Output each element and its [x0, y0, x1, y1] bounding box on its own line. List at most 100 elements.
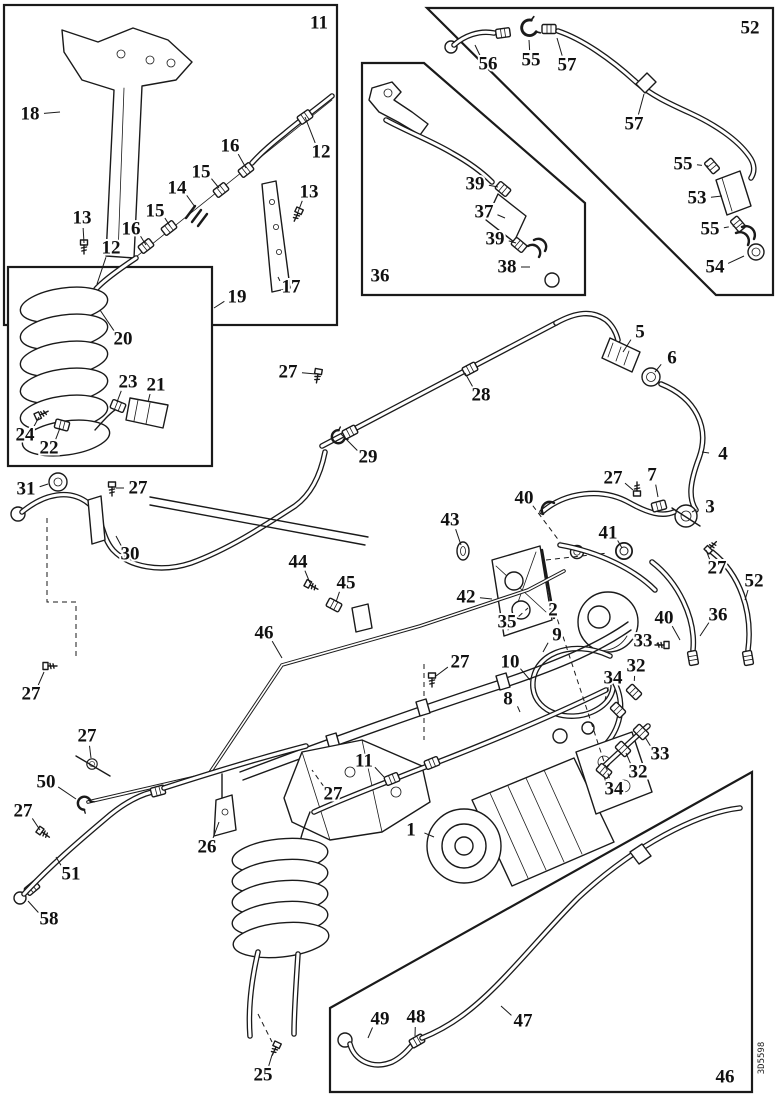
callout-47-80: 47 — [514, 1011, 534, 1032]
callout-54-32: 54 — [706, 257, 726, 278]
callout-5-35: 5 — [635, 322, 645, 343]
leader-40-41 — [532, 505, 561, 543]
inset-box-46 — [328, 770, 754, 1094]
hose-56-drawing — [444, 26, 512, 54]
callout-1-76: 1 — [406, 820, 416, 841]
callout-46-53: 46 — [255, 623, 274, 644]
leader-16-7 — [140, 236, 147, 246]
callout-34-63: 34 — [605, 779, 625, 800]
leader-46-53 — [271, 640, 283, 659]
hose-57-drawing — [541, 23, 757, 181]
callout-52-24: 52 — [741, 18, 760, 39]
receiver-drier-2-drawing — [577, 591, 639, 653]
leader-57-27 — [556, 37, 563, 56]
callout-27-67: 27 — [22, 684, 42, 705]
callout-28-33: 28 — [472, 385, 491, 406]
leader-39-20 — [488, 184, 499, 188]
leader-6-36 — [654, 364, 662, 373]
leader-15-4 — [211, 178, 220, 189]
callout-13-8: 13 — [300, 182, 319, 203]
callout-27-52: 27 — [451, 652, 471, 673]
callout-7-39: 7 — [647, 465, 657, 486]
bracket-26-drawing — [213, 773, 237, 837]
spring-14-drawing — [184, 204, 209, 228]
leader-15-6 — [164, 217, 171, 227]
leader-54-32 — [727, 255, 745, 264]
callout-27-54: 27 — [708, 558, 728, 579]
callout-53-30: 53 — [688, 188, 707, 209]
callout-55-31: 55 — [701, 219, 720, 240]
leader-36-56 — [699, 622, 710, 637]
axis-dash-line — [545, 552, 609, 561]
leader-27-38 — [624, 482, 634, 491]
leader-40-57 — [671, 625, 681, 641]
leader-51-71 — [55, 856, 63, 867]
hose-47-clip — [629, 843, 652, 865]
hose-51-drawing — [13, 743, 309, 905]
bolt-25-dash — [257, 1013, 273, 1043]
callout-22-17: 22 — [40, 438, 59, 459]
outlet-31-drawing — [10, 449, 328, 571]
callout-41-42: 41 — [599, 523, 618, 544]
callout-44-44: 44 — [289, 552, 309, 573]
fitting-5-drawing — [601, 337, 641, 373]
strap-17-drawing — [261, 180, 291, 293]
leader-25-77 — [268, 1054, 273, 1067]
leader-33-58 — [656, 642, 661, 646]
leader-13-9 — [82, 227, 85, 244]
leader-50-69 — [57, 786, 77, 800]
leader-16-2 — [237, 153, 247, 169]
coil-lower-drawing — [231, 811, 330, 1039]
leader-13-8 — [297, 200, 303, 213]
leader-32-62 — [625, 752, 631, 764]
callout-16-2: 16 — [221, 136, 240, 157]
callout-11-75: 11 — [355, 751, 373, 772]
callout-20-13: 20 — [114, 329, 133, 350]
leader-24-16 — [33, 416, 40, 428]
leader-5-35 — [622, 339, 632, 353]
callout-12-3: 12 — [312, 142, 331, 163]
leader-47-80 — [500, 1005, 512, 1016]
leader-42-46 — [479, 597, 493, 600]
figure-code: 3D5598 — [757, 1042, 767, 1075]
leader-27-54 — [705, 549, 711, 560]
spring-detail — [540, 500, 556, 516]
callout-14-5: 14 — [168, 178, 188, 199]
leader-33-61 — [644, 736, 652, 747]
elbow-3-drawing — [671, 504, 701, 528]
callout-26-73: 26 — [198, 837, 217, 858]
inset-box-52 — [424, 6, 775, 297]
leader-10-50 — [520, 668, 531, 681]
callout-45-45: 45 — [337, 573, 356, 594]
callout-50-69: 50 — [37, 772, 56, 793]
callout-48-79: 48 — [407, 1007, 426, 1028]
leader-21-15 — [147, 393, 151, 403]
callout-29-34: 29 — [359, 447, 378, 468]
callout-52-55: 52 — [745, 571, 764, 592]
callout-27-74: 27 — [324, 784, 344, 805]
grommet-43-drawing — [456, 541, 470, 561]
leader-3-40 — [691, 509, 697, 513]
leader-35-47 — [518, 607, 529, 617]
callout-32-62: 32 — [629, 762, 648, 783]
callout-8-51: 8 — [503, 689, 513, 710]
leader-29-34 — [340, 433, 358, 451]
leader-44-44 — [304, 570, 311, 584]
fitting-54-drawing — [734, 224, 765, 261]
callout-56-25: 56 — [479, 54, 498, 75]
leader-43-43 — [455, 528, 462, 546]
dashed-locator-line — [46, 518, 77, 660]
callout-19-12: 19 — [228, 287, 247, 308]
callout-34-60: 34 — [604, 668, 624, 689]
callout-17-11: 17 — [282, 277, 302, 298]
callout-57-27: 57 — [558, 55, 578, 76]
rod-bracket — [351, 603, 373, 633]
leader-7-39 — [655, 484, 659, 498]
callout-27-65: 27 — [129, 478, 149, 499]
leader-4-37 — [701, 451, 710, 454]
leader-30-66 — [115, 535, 122, 547]
hose-4-drawing — [658, 381, 706, 513]
leader-53-30 — [710, 195, 723, 198]
